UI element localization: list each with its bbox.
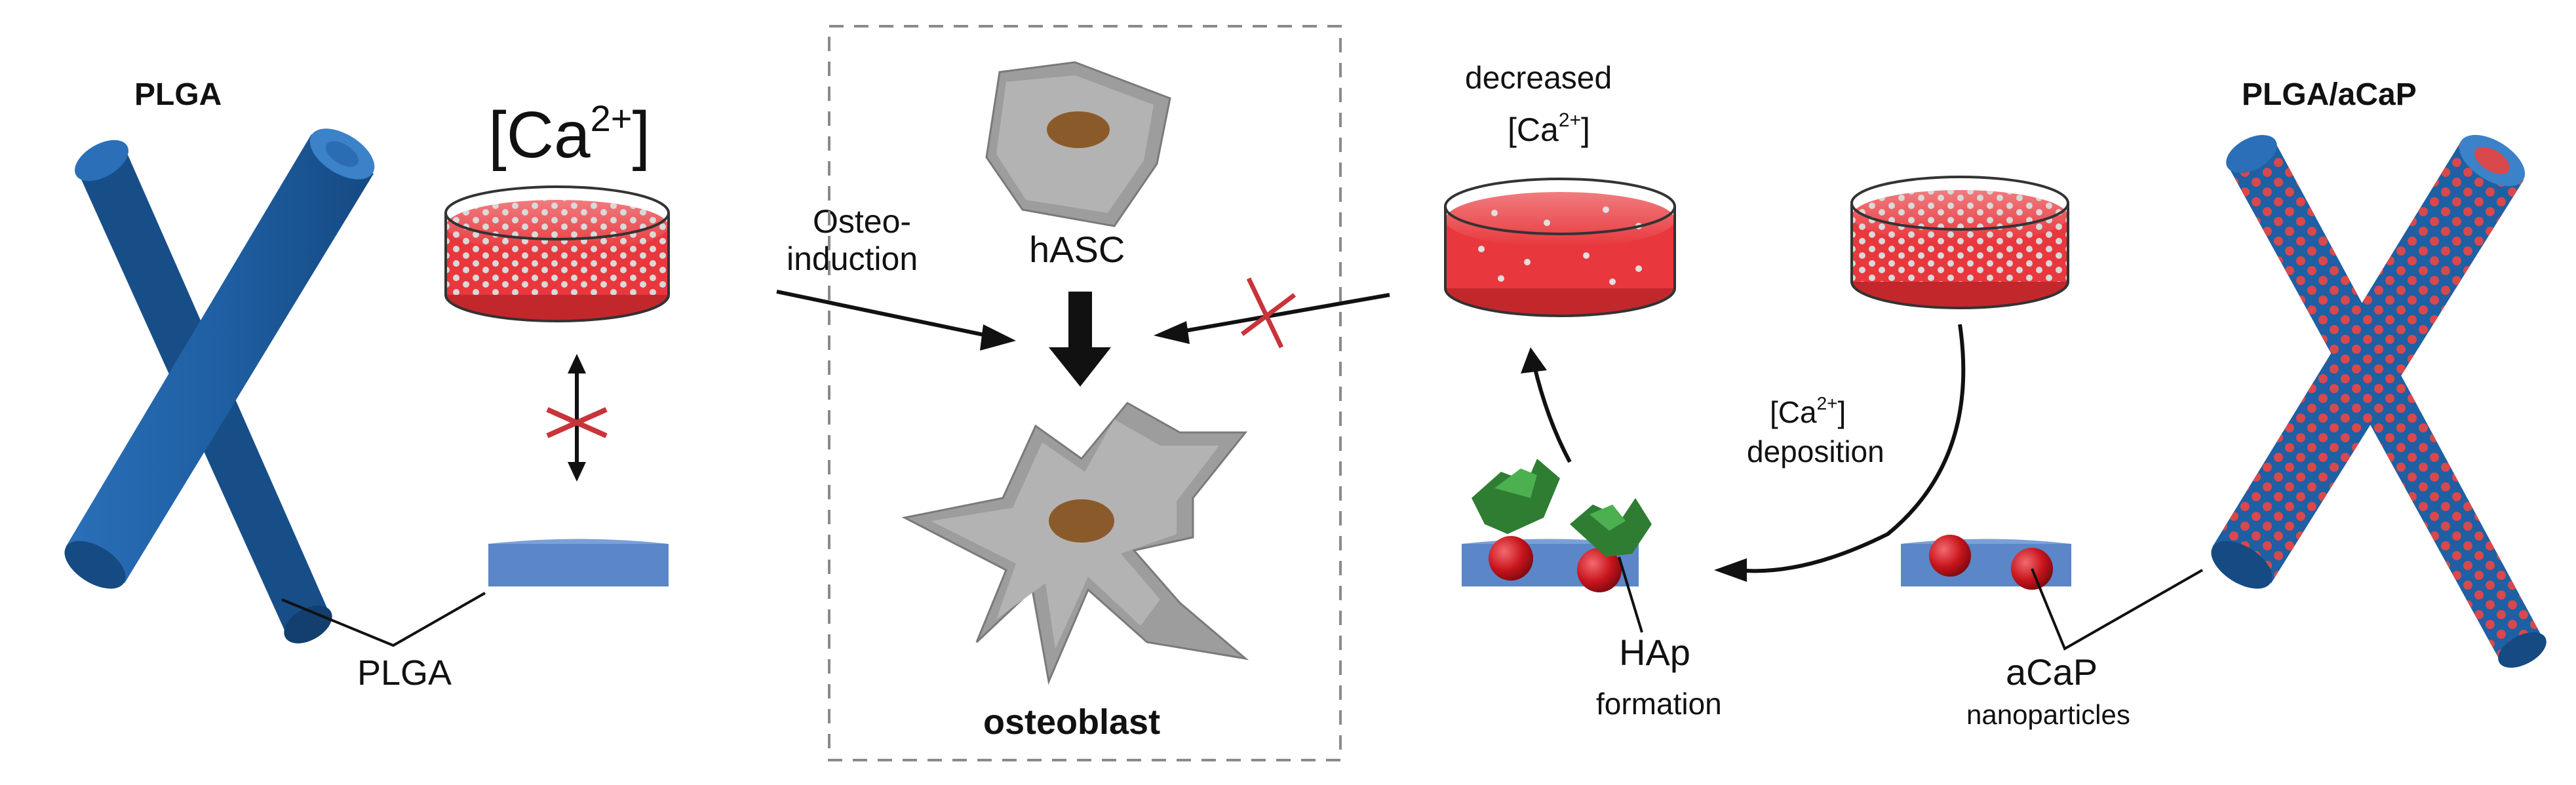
- hap-film: [1462, 459, 1652, 592]
- petri-dish-decreased: [1444, 178, 1676, 317]
- plga-rod-scaffold: [64, 128, 375, 643]
- osteo-line2: induction: [787, 240, 918, 277]
- blocked-arrow-to-cells: [1154, 277, 1390, 349]
- acap-film: [1901, 535, 2071, 590]
- petri-dish-right: [1850, 176, 2069, 309]
- hasc-label: hASC: [1029, 229, 1125, 270]
- plga-film-left: [488, 539, 669, 586]
- ca-left-close: ]: [632, 98, 650, 172]
- uptake-arrow: [1521, 347, 1572, 463]
- svg-text:[Ca2+]: [Ca2+]: [1770, 393, 1846, 429]
- petri-dish-left: [444, 185, 670, 322]
- deposition-label: deposition: [1747, 434, 1884, 469]
- plga-acap-rod-scaffold: [2211, 134, 2547, 668]
- plga-label: PLGA: [357, 653, 452, 693]
- svg-text:[Ca2+]: [Ca2+]: [488, 98, 650, 172]
- acap-callout-lines: [2031, 568, 2203, 651]
- osteo-line1: Osteo-: [813, 203, 911, 240]
- osteoblast-cell: [901, 402, 1249, 685]
- hasc-cell: [985, 61, 1171, 227]
- hap-line2: formation: [1596, 687, 1722, 721]
- acap-line2: nanoparticles: [1966, 699, 2130, 730]
- hap-line1: HAp: [1619, 632, 1690, 673]
- ca-left-sup: 2+: [591, 98, 633, 139]
- deposition-arrow: [1714, 324, 1966, 582]
- decreased-label: decreased: [1465, 61, 1612, 96]
- differentiation-arrow: [1049, 292, 1111, 387]
- deposition-ca-sup: 2+: [1817, 393, 1838, 413]
- ca-left-main: [Ca: [488, 98, 591, 172]
- plga-callout-lines: [281, 592, 486, 647]
- plga-acap-title: PLGA/aCaP: [2242, 77, 2417, 112]
- deposition-ca-main: [Ca: [1770, 395, 1817, 429]
- blocked-double-arrow: [546, 354, 608, 482]
- cell-box: [828, 25, 1342, 761]
- deposition-ca-close: ]: [1838, 395, 1846, 429]
- acap-line1: aCaP: [2006, 651, 2098, 693]
- ca-right-close: ]: [1581, 111, 1590, 148]
- osteo-induction-arrow: [776, 290, 1016, 351]
- osteoblast-label: osteoblast: [983, 702, 1160, 742]
- ca-right-main: [Ca: [1508, 111, 1559, 148]
- svg-text:[Ca2+]: [Ca2+]: [1508, 109, 1590, 148]
- hap-callout-line: [1618, 556, 1643, 633]
- plga-title: PLGA: [134, 77, 222, 112]
- ca-right-sup: 2+: [1559, 109, 1581, 131]
